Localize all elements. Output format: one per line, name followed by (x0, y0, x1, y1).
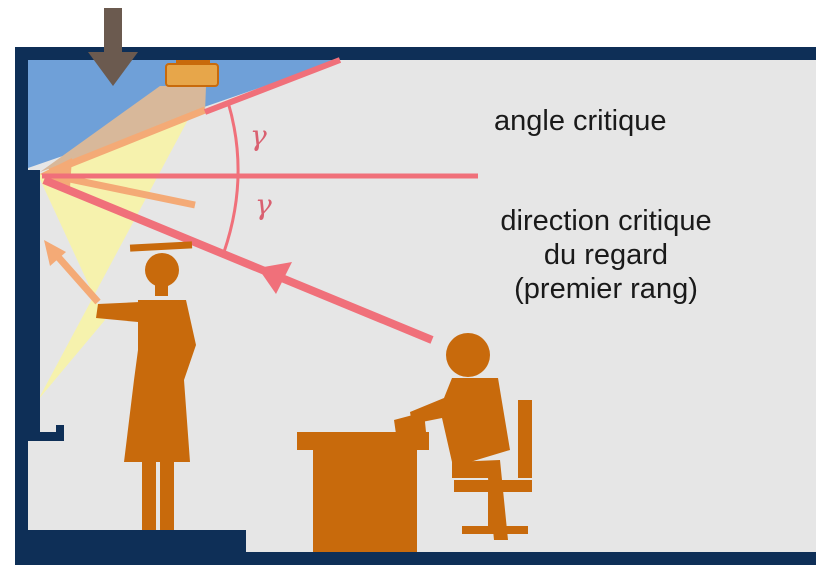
projection-beam (38, 88, 205, 400)
projection-screen (28, 170, 40, 432)
projection-beam-upper (40, 86, 206, 172)
desk (297, 432, 429, 552)
light-ray-arrow (40, 158, 72, 188)
projector-icon (165, 63, 219, 87)
critical-direction-line-1: direction critique (500, 205, 712, 237)
sight-line-arrowhead (258, 262, 292, 294)
light-ray-2 (54, 172, 196, 209)
critical-direction-line-3: (premier rang) (514, 273, 698, 305)
light-ray-lower (49, 247, 101, 305)
screen-bracket-inner (40, 425, 56, 432)
floor-step (28, 530, 246, 552)
gamma-lower: γ (255, 188, 272, 221)
teacher-figure (96, 241, 196, 530)
light-ray-1 (48, 106, 207, 176)
down-arrow-icon (88, 52, 138, 86)
gamma-upper: γ (250, 119, 267, 152)
critical-direction-label: direction critique du regard (premier ra… (456, 204, 756, 306)
chair (454, 400, 532, 534)
down-arrow-shaft (104, 8, 122, 52)
critical-direction-line-2: du regard (543, 239, 669, 271)
critical-angle-label: angle critique (494, 105, 667, 137)
critical-angle-arc (222, 101, 240, 253)
critical-sight-line (42, 176, 434, 344)
light-ray-lower-arrow (44, 240, 66, 266)
